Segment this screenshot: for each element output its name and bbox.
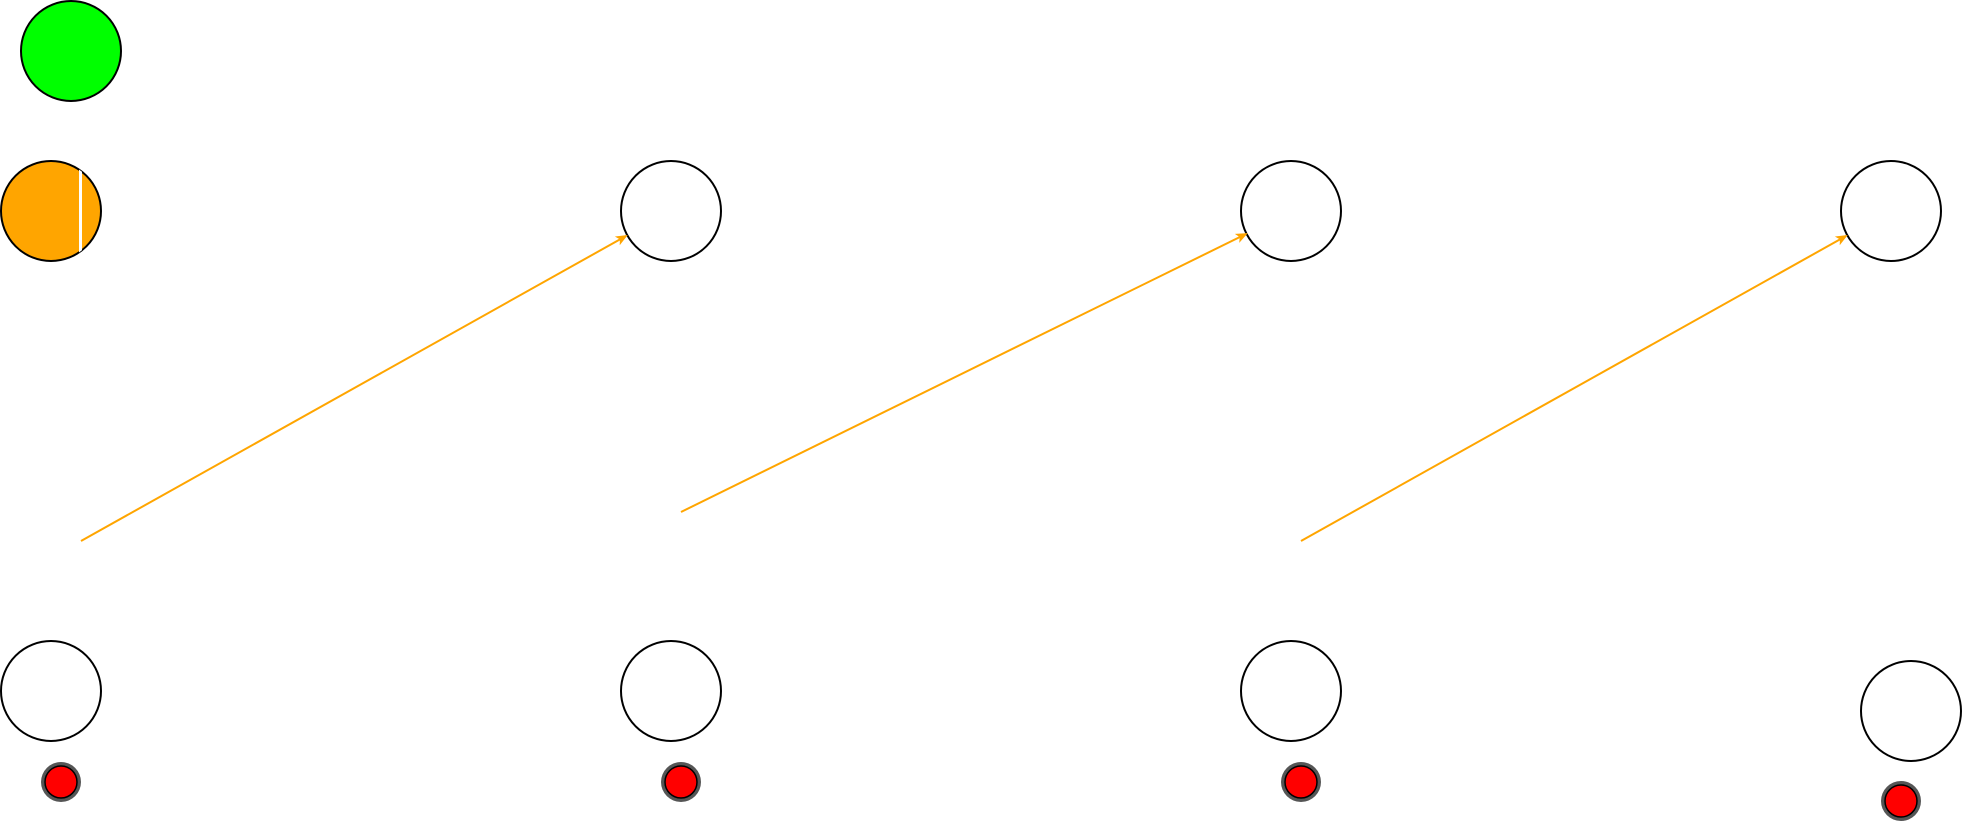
top-node-1 xyxy=(620,160,722,262)
top-node-3 xyxy=(1840,160,1942,262)
red-marker-3 xyxy=(1881,781,1921,821)
top-node-2 xyxy=(1240,160,1342,262)
bottom-node-0 xyxy=(0,640,102,742)
arrow-1 xyxy=(80,235,628,542)
red-marker-1 xyxy=(661,762,701,802)
arrow-3 xyxy=(1300,235,1848,542)
red-marker-2 xyxy=(1281,762,1321,802)
bottom-node-1 xyxy=(620,640,722,742)
green-node xyxy=(20,0,122,102)
arrow-2 xyxy=(680,233,1248,513)
bottom-node-3 xyxy=(1860,660,1962,762)
bottom-node-2 xyxy=(1240,640,1342,742)
orange-node xyxy=(0,160,102,262)
red-marker-0 xyxy=(41,762,81,802)
